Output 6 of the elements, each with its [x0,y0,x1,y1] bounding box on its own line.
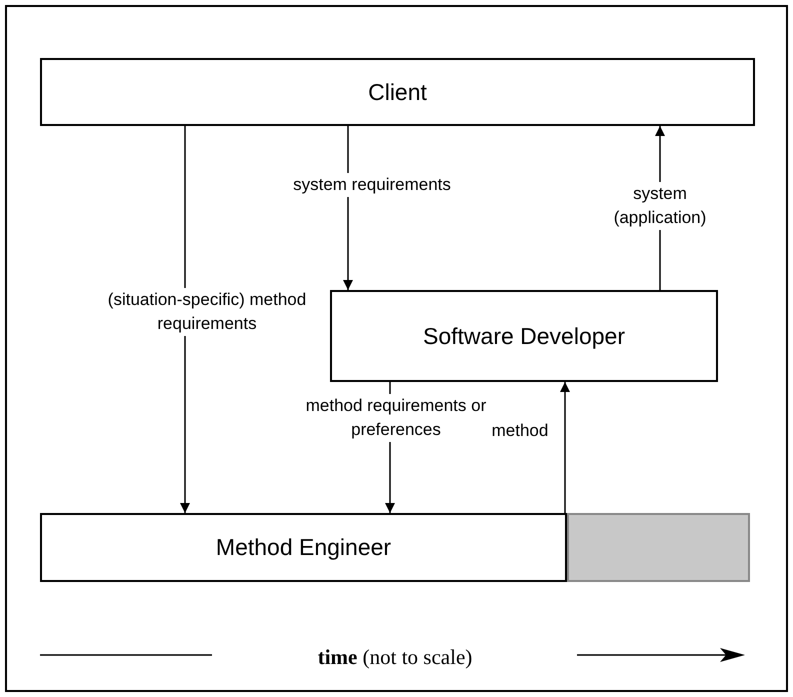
arrow [560,382,570,513]
axis-label: time (not to scale) [316,644,474,671]
actor-box: Client [40,58,755,126]
actor-box: Method Engineer [40,513,567,582]
actor-box: Software Developer [330,290,718,382]
shaded-box [567,513,750,582]
